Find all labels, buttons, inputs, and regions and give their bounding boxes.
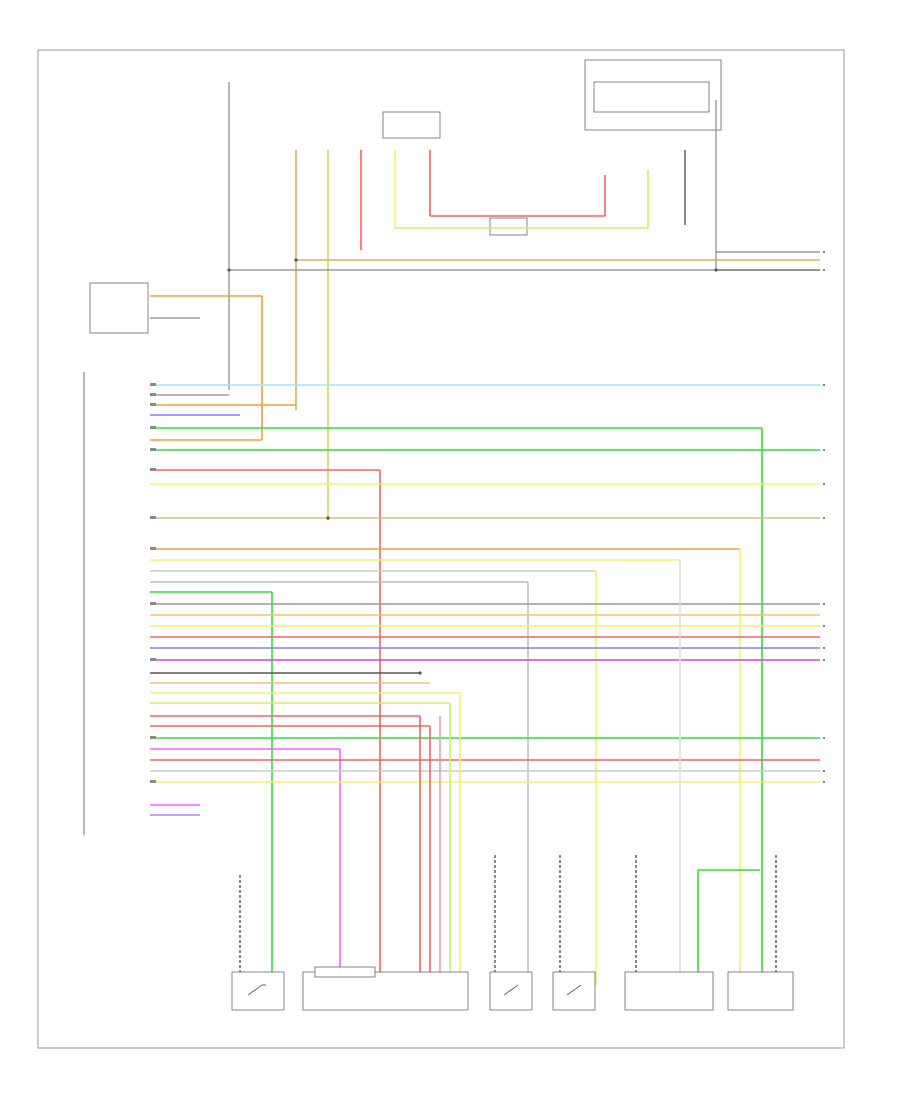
top-horizontal-buses (229, 251, 820, 271)
bottom-modules (231, 966, 794, 1011)
splice-points (227, 258, 718, 675)
switch-symbols (247, 984, 582, 996)
module-pin-marks (150, 383, 156, 783)
sensor-verticals (239, 855, 777, 985)
left-switch-module (231, 971, 285, 1011)
body-control-module-box (89, 282, 149, 334)
center-module-inner (314, 966, 376, 978)
harness-verticals (419, 560, 760, 985)
connector-box (489, 217, 528, 236)
diagram-frame (37, 49, 845, 1049)
right-module-2 (727, 971, 794, 1011)
right-module-1 (624, 971, 714, 1011)
relay-box (382, 111, 441, 139)
switch-module-3 (552, 971, 596, 1011)
module-upper-wires (150, 295, 820, 985)
top-fuse-inner (593, 81, 710, 113)
right-terminals (823, 251, 825, 783)
center-control-module (302, 971, 469, 1011)
top-feed-wires (228, 82, 717, 520)
switch-module-2 (489, 971, 533, 1011)
module-lower-wires (150, 548, 820, 985)
